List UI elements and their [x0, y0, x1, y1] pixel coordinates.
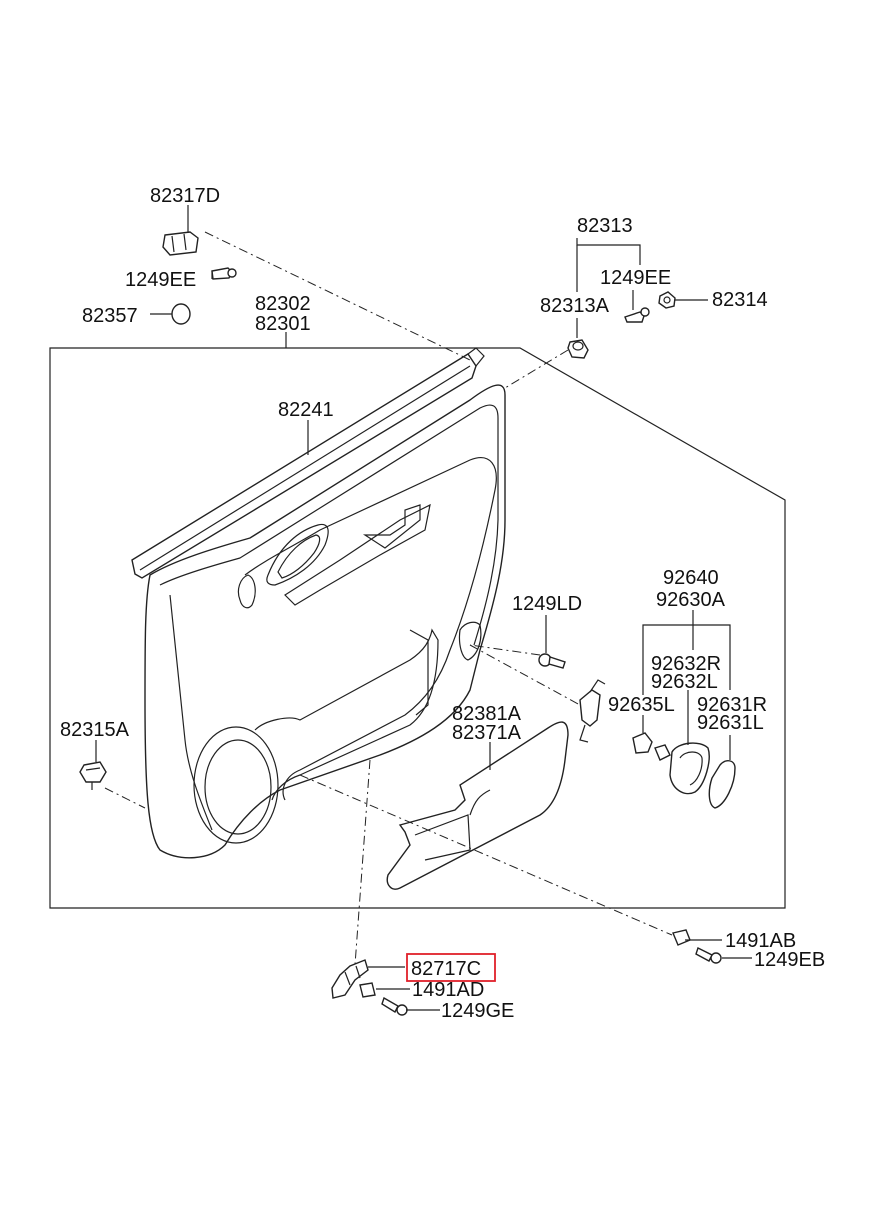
label-82314: 82314: [712, 289, 768, 311]
dash-line: [299, 774, 673, 936]
label-92635L: 92635L: [608, 694, 675, 716]
label-1249GE: 1249GE: [441, 1000, 514, 1022]
label-82241: 82241: [278, 399, 334, 421]
screw-1249EB: [695, 947, 722, 964]
assembly-frame: [49, 347, 786, 909]
label-82717C: 82717C: [411, 958, 481, 980]
label-1249EB: 1249EB: [754, 949, 825, 971]
clip-1491AD: [359, 982, 376, 998]
dash-line: [469, 644, 581, 706]
label-82313: 82313: [577, 215, 633, 237]
label-82315A: 82315A: [60, 719, 130, 741]
label-92640: 92640: [663, 567, 719, 589]
clip-82317D: [162, 231, 199, 256]
label-1491AD: 1491AD: [412, 979, 484, 1001]
clip-1491AB: [672, 929, 691, 946]
highlight-box: [406, 953, 496, 982]
label-1249EE-left: 1249EE: [125, 269, 196, 291]
leader-lines: [95, 205, 752, 1011]
screw-1249GE: [381, 996, 408, 1016]
label-82301: 82301: [255, 313, 311, 335]
label-1249EE-right: 1249EE: [600, 267, 671, 289]
door-trim-panel: [144, 384, 506, 859]
label-82302: 82302: [255, 293, 311, 315]
belt-weatherstrip: [131, 347, 485, 579]
cap-82357: [171, 303, 191, 325]
inside-handle-parts: [632, 732, 736, 809]
label-82381A: 82381A: [452, 703, 522, 725]
screw-1249LD: [538, 653, 566, 669]
label-82313A: 82313A: [540, 295, 610, 317]
label-92632L: 92632L: [651, 671, 718, 693]
label-92630A: 92630A: [656, 589, 726, 611]
label-82317D: 82317D: [150, 185, 220, 207]
label-82371A: 82371A: [452, 722, 522, 744]
label-92632R: 92632R: [651, 653, 721, 675]
label-82357: 82357: [82, 305, 138, 327]
armrest-cover: [386, 721, 569, 890]
nut-82314: [658, 291, 676, 309]
label-1491AB: 1491AB: [725, 930, 796, 952]
dash-line: [504, 349, 569, 389]
label-1249LD: 1249LD: [512, 593, 582, 615]
dash-line: [104, 787, 146, 809]
screw-1249EE-left: [211, 267, 237, 280]
bracket-82717C: [331, 959, 369, 999]
grommet-82313A: [567, 339, 589, 359]
dash-line: [469, 644, 541, 656]
screw-1249EE-right: [624, 307, 650, 323]
dash-line: [204, 231, 471, 361]
label-92631L: 92631L: [697, 712, 764, 734]
clip-82315A: [79, 761, 107, 790]
handle-link-rod: [579, 679, 606, 743]
label-92631R: 92631R: [697, 694, 767, 716]
dash-line: [354, 759, 371, 966]
